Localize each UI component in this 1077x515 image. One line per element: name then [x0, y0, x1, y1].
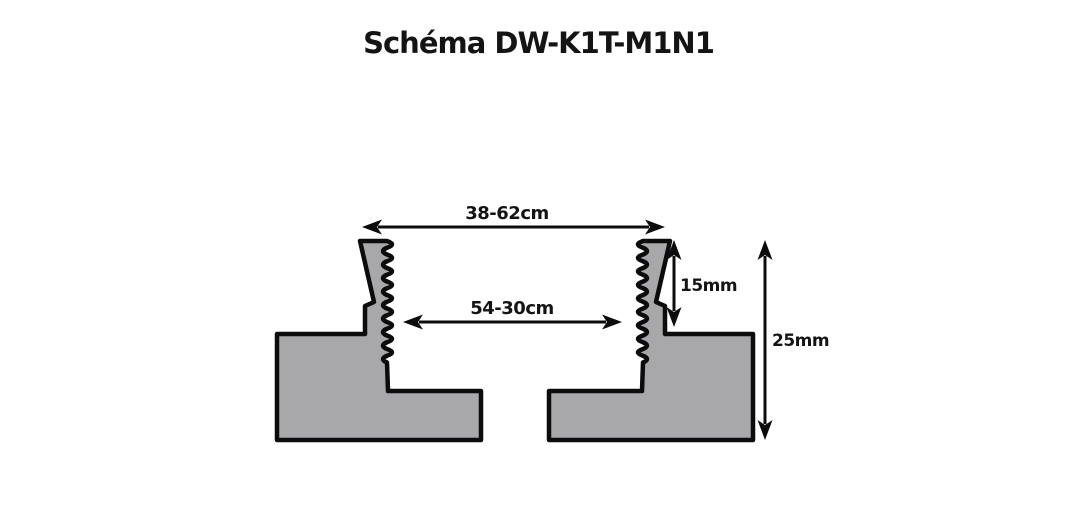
arrowhead-right-icon: [602, 314, 622, 330]
arrowhead-up-icon: [757, 240, 773, 260]
diagram-title: Schéma DW-K1T-M1N1: [363, 26, 715, 60]
total-height-label: 25mm: [772, 331, 830, 351]
arrowhead-down-icon: [666, 307, 682, 327]
inner-span-label: 54-30cm: [470, 298, 554, 319]
right-bracket-profile: [546, 238, 756, 443]
arrowhead-right-icon: [645, 219, 665, 235]
inner-span-arrow: [403, 314, 622, 330]
left-bracket-profile: [274, 238, 484, 443]
upper-height-label: 15mm: [680, 276, 738, 296]
top-span-arrow: [362, 219, 665, 235]
upper-height-arrow: [666, 240, 682, 327]
arrowhead-up-icon: [666, 240, 682, 260]
total-height-arrow: [757, 240, 773, 440]
arrowhead-down-icon: [757, 420, 773, 440]
arrowhead-left-icon: [403, 314, 423, 330]
top-span-label: 38-62cm: [465, 203, 549, 224]
arrowhead-left-icon: [362, 219, 382, 235]
